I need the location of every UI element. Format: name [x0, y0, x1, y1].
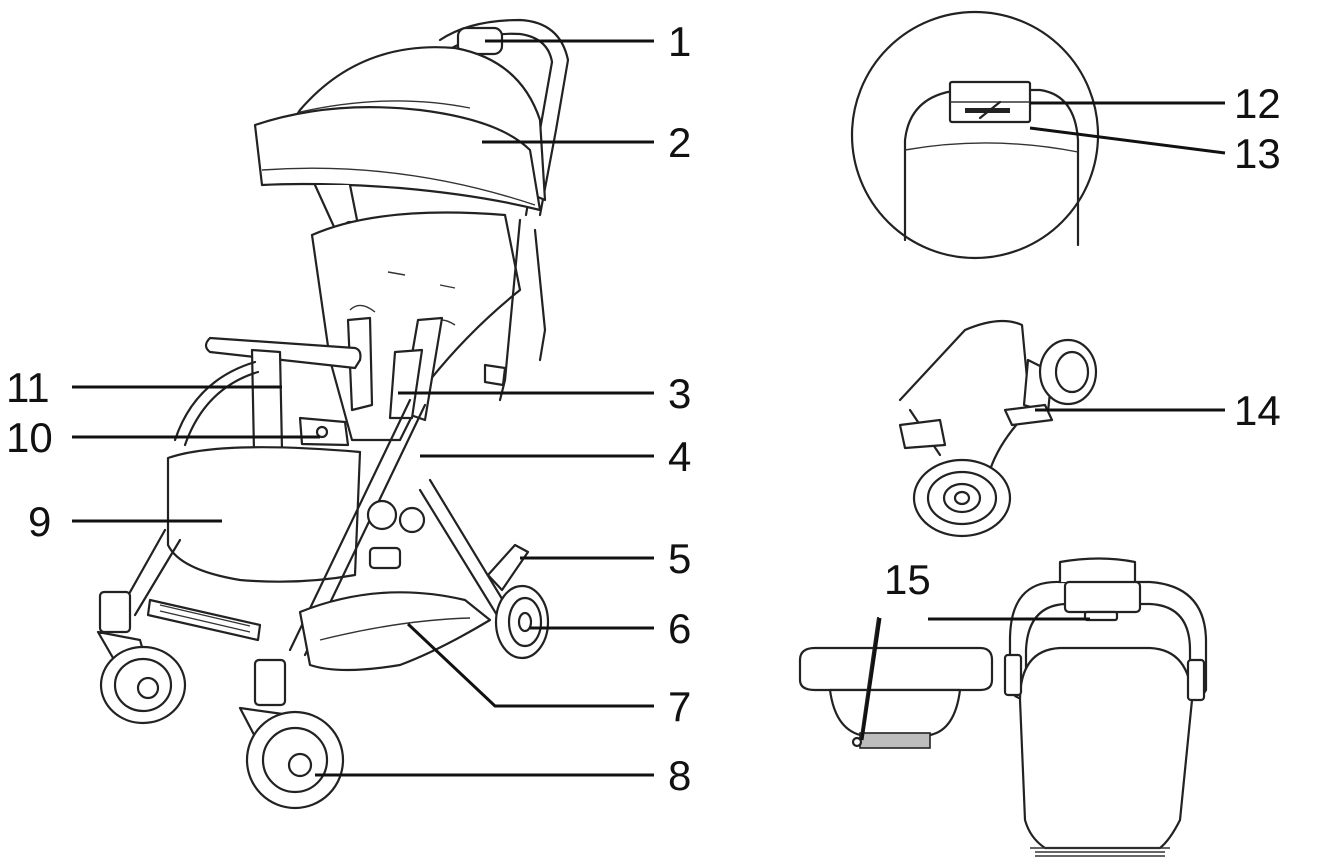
brake-detail [898, 319, 1098, 538]
callout-11: 11 [6, 364, 50, 411]
stroller-main-illustration [96, 18, 570, 810]
callout-15: 15 [884, 556, 931, 603]
callout-12: 12 [1234, 80, 1281, 127]
callout-10: 10 [6, 414, 53, 461]
rear-wheel [494, 584, 550, 660]
callout-1: 1 [668, 18, 691, 65]
handle-button-detail [850, 10, 1100, 260]
callout-4: 4 [668, 433, 691, 480]
callout-2: 2 [668, 119, 691, 166]
front-left-wheel [96, 590, 187, 725]
leader-13 [1029, 126, 1226, 155]
callout-13: 13 [1234, 130, 1281, 177]
callout-14: 14 [1234, 387, 1281, 434]
callout-8: 8 [668, 752, 691, 799]
callout-7: 7 [668, 683, 691, 730]
callout-5: 5 [668, 535, 691, 582]
front-right-wheel [238, 658, 345, 810]
callout-6: 6 [668, 605, 691, 652]
folded-stroller-detail [798, 557, 1208, 857]
callout-3: 3 [668, 370, 691, 417]
leader-15b [860, 617, 882, 741]
callout-9: 9 [28, 498, 51, 545]
callout-leader-lines [72, 39, 1226, 777]
callout-labels: 1 2 3 4 5 6 7 8 9 10 11 12 13 14 15 [6, 18, 1281, 799]
leader-7 [406, 622, 654, 708]
